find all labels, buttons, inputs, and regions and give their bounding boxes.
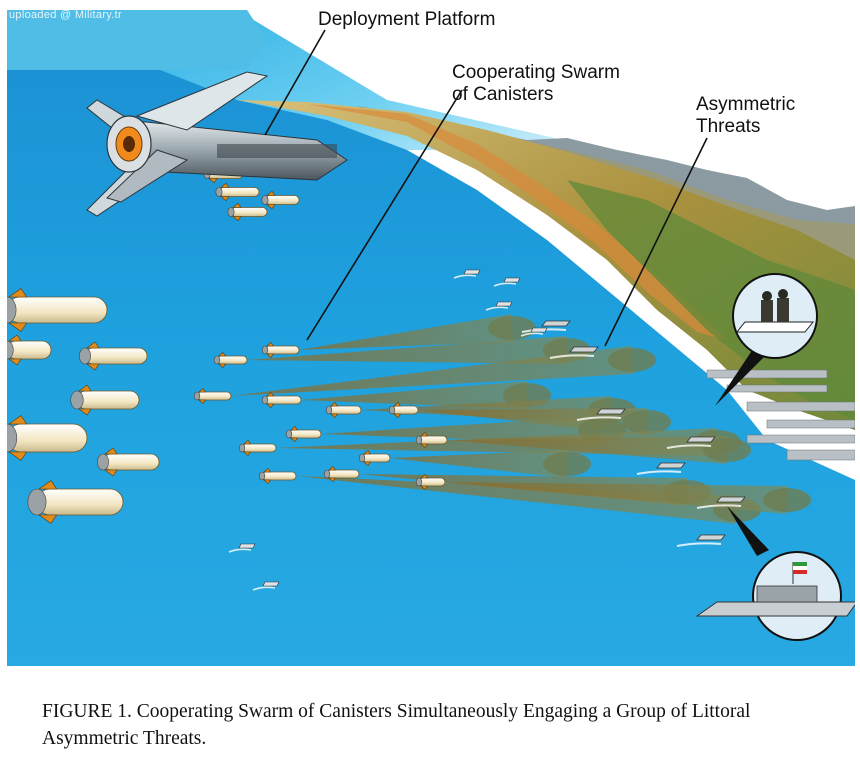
canister-swarm bbox=[7, 164, 448, 524]
boat-wake bbox=[453, 274, 477, 279]
boat-wake bbox=[676, 542, 722, 547]
boat-icon bbox=[530, 327, 548, 333]
canister-icon bbox=[213, 351, 248, 369]
canister-icon bbox=[325, 401, 362, 419]
canister-icon bbox=[79, 341, 148, 371]
engagement-beam bbox=[247, 336, 568, 364]
canister-icon bbox=[193, 387, 232, 405]
engagement-beams bbox=[231, 314, 811, 524]
inset-jetski bbox=[715, 273, 818, 406]
boat-icon bbox=[686, 436, 716, 443]
engagement-beam bbox=[231, 346, 634, 396]
boat-wake bbox=[576, 416, 622, 421]
boat-icon bbox=[262, 581, 280, 587]
boat-icon bbox=[238, 543, 256, 549]
canister-icon bbox=[7, 334, 52, 366]
boat-icon bbox=[596, 408, 626, 415]
canister-icon bbox=[97, 447, 160, 477]
engagement-beam bbox=[447, 436, 728, 464]
canister-icon bbox=[261, 341, 300, 359]
engagement-beam bbox=[390, 450, 568, 478]
boat-icon bbox=[463, 269, 481, 275]
label-deployment-platform: Deployment Platform bbox=[318, 9, 496, 30]
boat-icon bbox=[569, 346, 599, 353]
canister-icon bbox=[261, 190, 300, 210]
aircraft-icon bbox=[86, 71, 348, 217]
engagement-beam bbox=[299, 314, 514, 350]
canister-icon bbox=[215, 182, 260, 202]
cliffs bbox=[307, 104, 727, 340]
inset-patrol-boat bbox=[695, 506, 855, 641]
label-asymmetric-threats: Asymmetric Threats bbox=[696, 94, 796, 137]
boat-icon bbox=[716, 496, 746, 503]
boat-icon bbox=[541, 320, 571, 327]
canister-icon bbox=[70, 384, 140, 416]
horizon-band bbox=[7, 10, 267, 70]
beam-footprint bbox=[608, 348, 656, 372]
canister-icon bbox=[358, 449, 391, 467]
beam-footprint bbox=[488, 316, 536, 340]
watermark: uploaded @ Military.tr bbox=[9, 9, 122, 21]
boat-wake bbox=[493, 282, 517, 287]
engagement-beam bbox=[296, 476, 738, 524]
canister-icon bbox=[27, 480, 124, 524]
canister-icon bbox=[285, 425, 322, 443]
illustration-scene bbox=[7, 10, 855, 666]
boat-wake bbox=[666, 444, 712, 449]
boat-wake bbox=[696, 504, 742, 509]
figure-caption: FIGURE 1. Cooperating Swarm of Canisters… bbox=[42, 701, 751, 749]
boat-icon bbox=[656, 462, 686, 469]
boat-wake bbox=[485, 306, 509, 311]
canister-icon bbox=[7, 415, 88, 461]
canister-icon bbox=[261, 391, 302, 409]
canister-icon bbox=[388, 401, 419, 419]
canister-icon bbox=[238, 439, 277, 457]
boat-wake bbox=[252, 586, 276, 591]
boat-wake bbox=[636, 470, 682, 475]
boat-wake bbox=[520, 332, 544, 337]
engagement-beam bbox=[445, 482, 788, 514]
engagement-beam bbox=[301, 381, 528, 409]
beam-footprint bbox=[703, 438, 751, 462]
boat-icon bbox=[503, 277, 521, 283]
beam-footprint bbox=[763, 488, 811, 512]
beam-footprint bbox=[623, 410, 671, 434]
callout-lines bbox=[264, 29, 708, 347]
canister-icon bbox=[7, 288, 108, 332]
beam-footprint bbox=[543, 452, 591, 476]
label-cooperating-swarm: Cooperating Swarm of Canisters bbox=[452, 62, 620, 105]
boat-icon bbox=[696, 534, 726, 541]
boat-group bbox=[228, 269, 746, 591]
boat-icon bbox=[495, 301, 513, 307]
canister-icon bbox=[415, 431, 448, 449]
canister-icon bbox=[258, 467, 297, 485]
canister-icon bbox=[323, 465, 360, 483]
canister-icon bbox=[227, 202, 268, 222]
boat-wake bbox=[549, 354, 595, 359]
boat-wake bbox=[228, 548, 252, 553]
flag-icon bbox=[792, 562, 807, 584]
canister-icon bbox=[415, 473, 446, 491]
green-hills bbox=[567, 180, 855, 420]
